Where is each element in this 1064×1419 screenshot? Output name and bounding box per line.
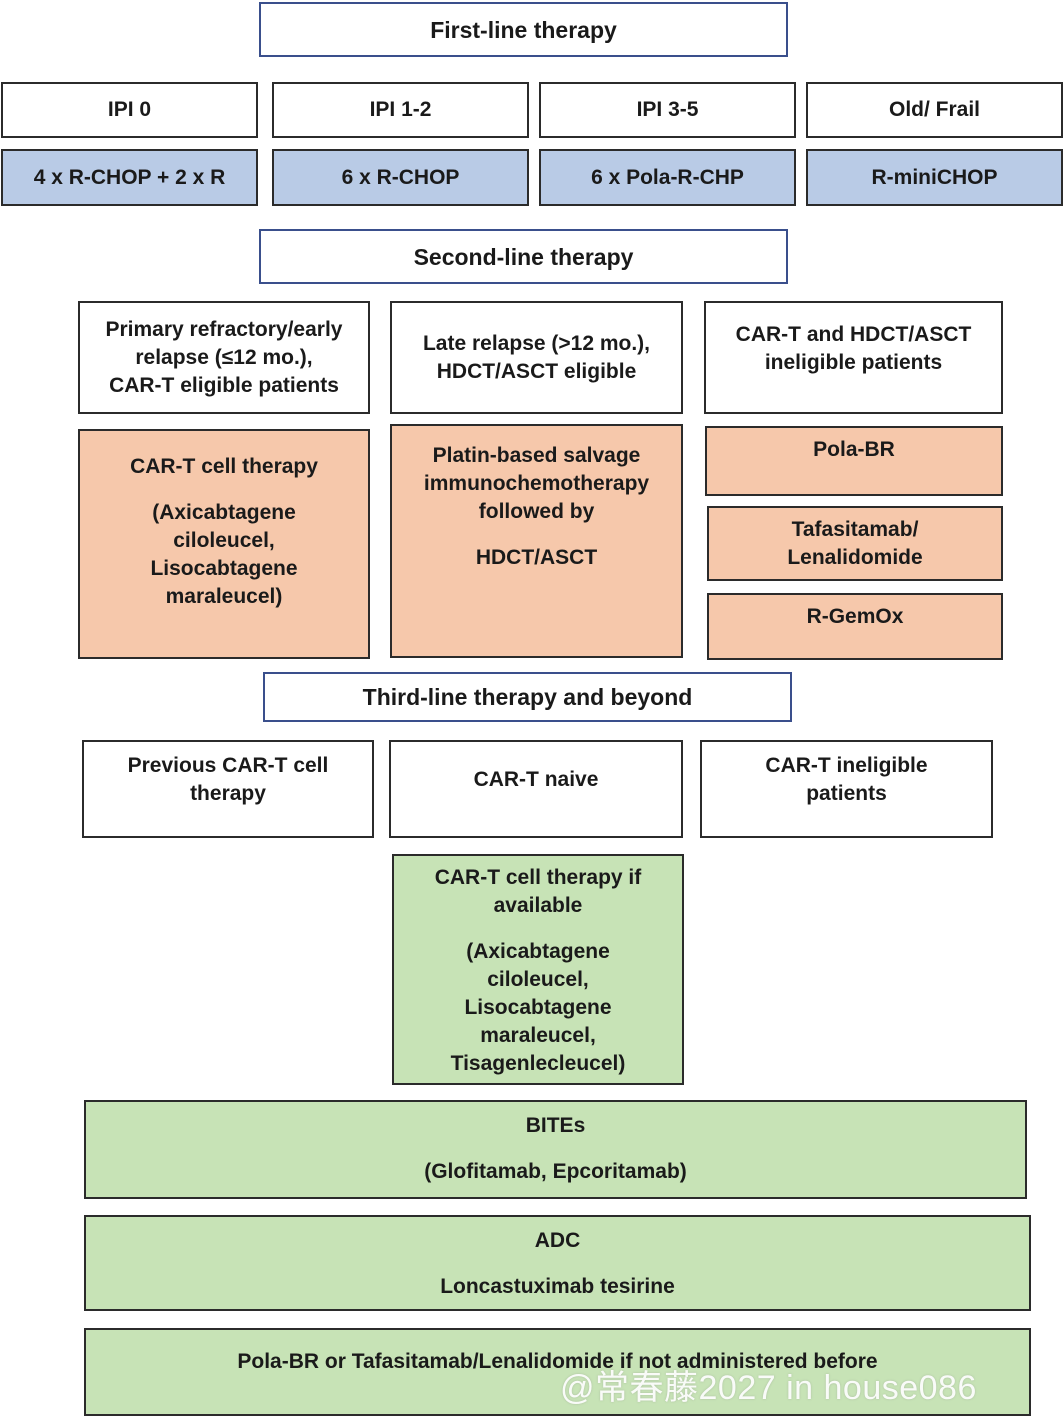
cart-naive-label: CAR-T naive bbox=[473, 768, 599, 791]
bites-detail: (Glofitamab, Epcoritamab) bbox=[424, 1160, 687, 1183]
tafasitamab-line: Tafasitamab/ bbox=[791, 517, 919, 541]
ipi-1-2-label: IPI 1-2 bbox=[369, 98, 432, 121]
old-frail-regimen-text: R-miniCHOP bbox=[871, 165, 998, 189]
second-col2-header: Late relapse (>12 mo.), HDCT/ASCT eligib… bbox=[390, 301, 683, 414]
first-line-title-text: First-line therapy bbox=[430, 16, 617, 43]
pola-or-tafasitamab-box: Pola-BR or Tafasitamab/Lenalidomide if n… bbox=[84, 1328, 1031, 1416]
cart-available-detail-line: ciloleucel, bbox=[487, 968, 589, 991]
previous-cart-header: Previous CAR-T cell therapy bbox=[82, 740, 374, 838]
watermark: @常春藤2027 in house086 bbox=[560, 1369, 977, 1407]
ipi-0-label: IPI 0 bbox=[107, 98, 152, 121]
adc-detail: Loncastuximab tesirine bbox=[440, 1275, 675, 1298]
cart-detail-line: (Axicabtagene bbox=[152, 501, 296, 524]
ipi-0-box: IPI 0 bbox=[1, 82, 258, 138]
ipi-1-2-regimen-text: 6 x R-CHOP bbox=[341, 165, 460, 189]
old-frail-box: Old/ Frail bbox=[806, 82, 1063, 138]
pola-or-tafasitamab-text: Pola-BR or Tafasitamab/Lenalidomide if n… bbox=[237, 1350, 878, 1373]
r-gemox-label: R-GemOx bbox=[806, 605, 904, 628]
cart-detail-line: Lisocabtagene bbox=[150, 557, 298, 580]
ipi-3-5-box: IPI 3-5 bbox=[539, 82, 796, 138]
cart-available-detail-line: maraleucel, bbox=[480, 1024, 596, 1047]
second-col3-header: CAR-T and HDCT/ASCT ineligible patients bbox=[704, 301, 1003, 414]
pola-br-box: Pola-BR bbox=[705, 426, 1003, 496]
cart-available-detail-line: Tisagenlecleucel) bbox=[450, 1052, 626, 1075]
hdct-asct-label: HDCT/ASCT bbox=[475, 546, 598, 569]
third-line-title: Third-line therapy and beyond bbox=[263, 672, 792, 722]
cart-ineligible-line: CAR-T ineligible bbox=[765, 754, 928, 777]
second-col1-header-line: CAR-T eligible patients bbox=[109, 373, 339, 397]
cart-naive-header: CAR-T naive bbox=[389, 740, 683, 838]
tafasitamab-line: Lenalidomide bbox=[787, 545, 923, 569]
tafasitamab-box: Tafasitamab/ Lenalidomide bbox=[707, 506, 1003, 581]
salvage-line: immunochemotherapy bbox=[423, 472, 650, 495]
second-col1-header: Primary refractory/early relapse (≤12 mo… bbox=[78, 301, 370, 414]
cart-if-available-box: CAR-T cell therapy if available (Axicabt… bbox=[392, 854, 684, 1085]
ipi-1-2-box: IPI 1-2 bbox=[272, 82, 529, 138]
pola-br-label: Pola-BR bbox=[813, 438, 895, 461]
salvage-therapy-box: Platin-based salvage immunochemotherapy … bbox=[390, 424, 683, 658]
ipi-3-5-regimen-text: 6 x Pola-R-CHP bbox=[591, 165, 744, 189]
ipi-1-2-regimen: 6 x R-CHOP bbox=[272, 149, 529, 206]
cart-ineligible-header: CAR-T ineligible patients bbox=[700, 740, 993, 838]
ipi-0-regimen-text: 4 x R-CHOP + 2 x R bbox=[33, 165, 226, 189]
bites-title: BITEs bbox=[525, 1114, 586, 1137]
first-line-title: First-line therapy bbox=[259, 2, 788, 57]
ipi-3-5-label: IPI 3-5 bbox=[636, 98, 699, 121]
cart-available-detail-line: (Axicabtagene bbox=[466, 940, 610, 963]
previous-cart-line: therapy bbox=[190, 782, 266, 805]
salvage-line: followed by bbox=[478, 500, 595, 523]
second-col1-header-line: relapse (≤12 mo.), bbox=[135, 345, 313, 369]
cart-available-title-line: available bbox=[493, 894, 583, 917]
cart-cell-therapy-title: CAR-T cell therapy bbox=[130, 455, 318, 478]
ipi-3-5-regimen: 6 x Pola-R-CHP bbox=[539, 149, 796, 206]
old-frail-regimen: R-miniCHOP bbox=[806, 149, 1063, 206]
second-col1-header-line: Primary refractory/early bbox=[105, 317, 343, 341]
cart-detail-line: maraleucel) bbox=[165, 585, 283, 608]
cart-detail-line: ciloleucel, bbox=[173, 529, 275, 552]
second-col3-header-line: CAR-T and HDCT/ASCT bbox=[735, 323, 972, 346]
second-col3-header-line: ineligible patients bbox=[764, 351, 943, 374]
ipi-0-regimen: 4 x R-CHOP + 2 x R bbox=[1, 149, 258, 206]
cart-cell-therapy-box: CAR-T cell therapy (Axicabtagene ciloleu… bbox=[78, 429, 370, 659]
old-frail-label: Old/ Frail bbox=[888, 98, 980, 121]
adc-box: ADC Loncastuximab tesirine bbox=[84, 1215, 1031, 1311]
salvage-line: Platin-based salvage bbox=[432, 444, 641, 467]
second-line-title: Second-line therapy bbox=[259, 229, 788, 284]
second-col2-header-line: Late relapse (>12 mo.), bbox=[422, 331, 650, 355]
r-gemox-box: R-GemOx bbox=[707, 593, 1003, 660]
cart-ineligible-line: patients bbox=[806, 782, 887, 805]
second-col2-header-line: HDCT/ASCT eligible bbox=[436, 359, 637, 383]
cart-available-detail-line: Lisocabtagene bbox=[464, 996, 612, 1019]
bites-box: BITEs (Glofitamab, Epcoritamab) bbox=[84, 1100, 1027, 1199]
third-line-title-text: Third-line therapy and beyond bbox=[362, 684, 693, 710]
adc-title: ADC bbox=[534, 1229, 581, 1252]
cart-available-title-line: CAR-T cell therapy if bbox=[434, 866, 642, 889]
previous-cart-line: Previous CAR-T cell bbox=[127, 754, 329, 777]
second-line-title-text: Second-line therapy bbox=[413, 243, 634, 270]
